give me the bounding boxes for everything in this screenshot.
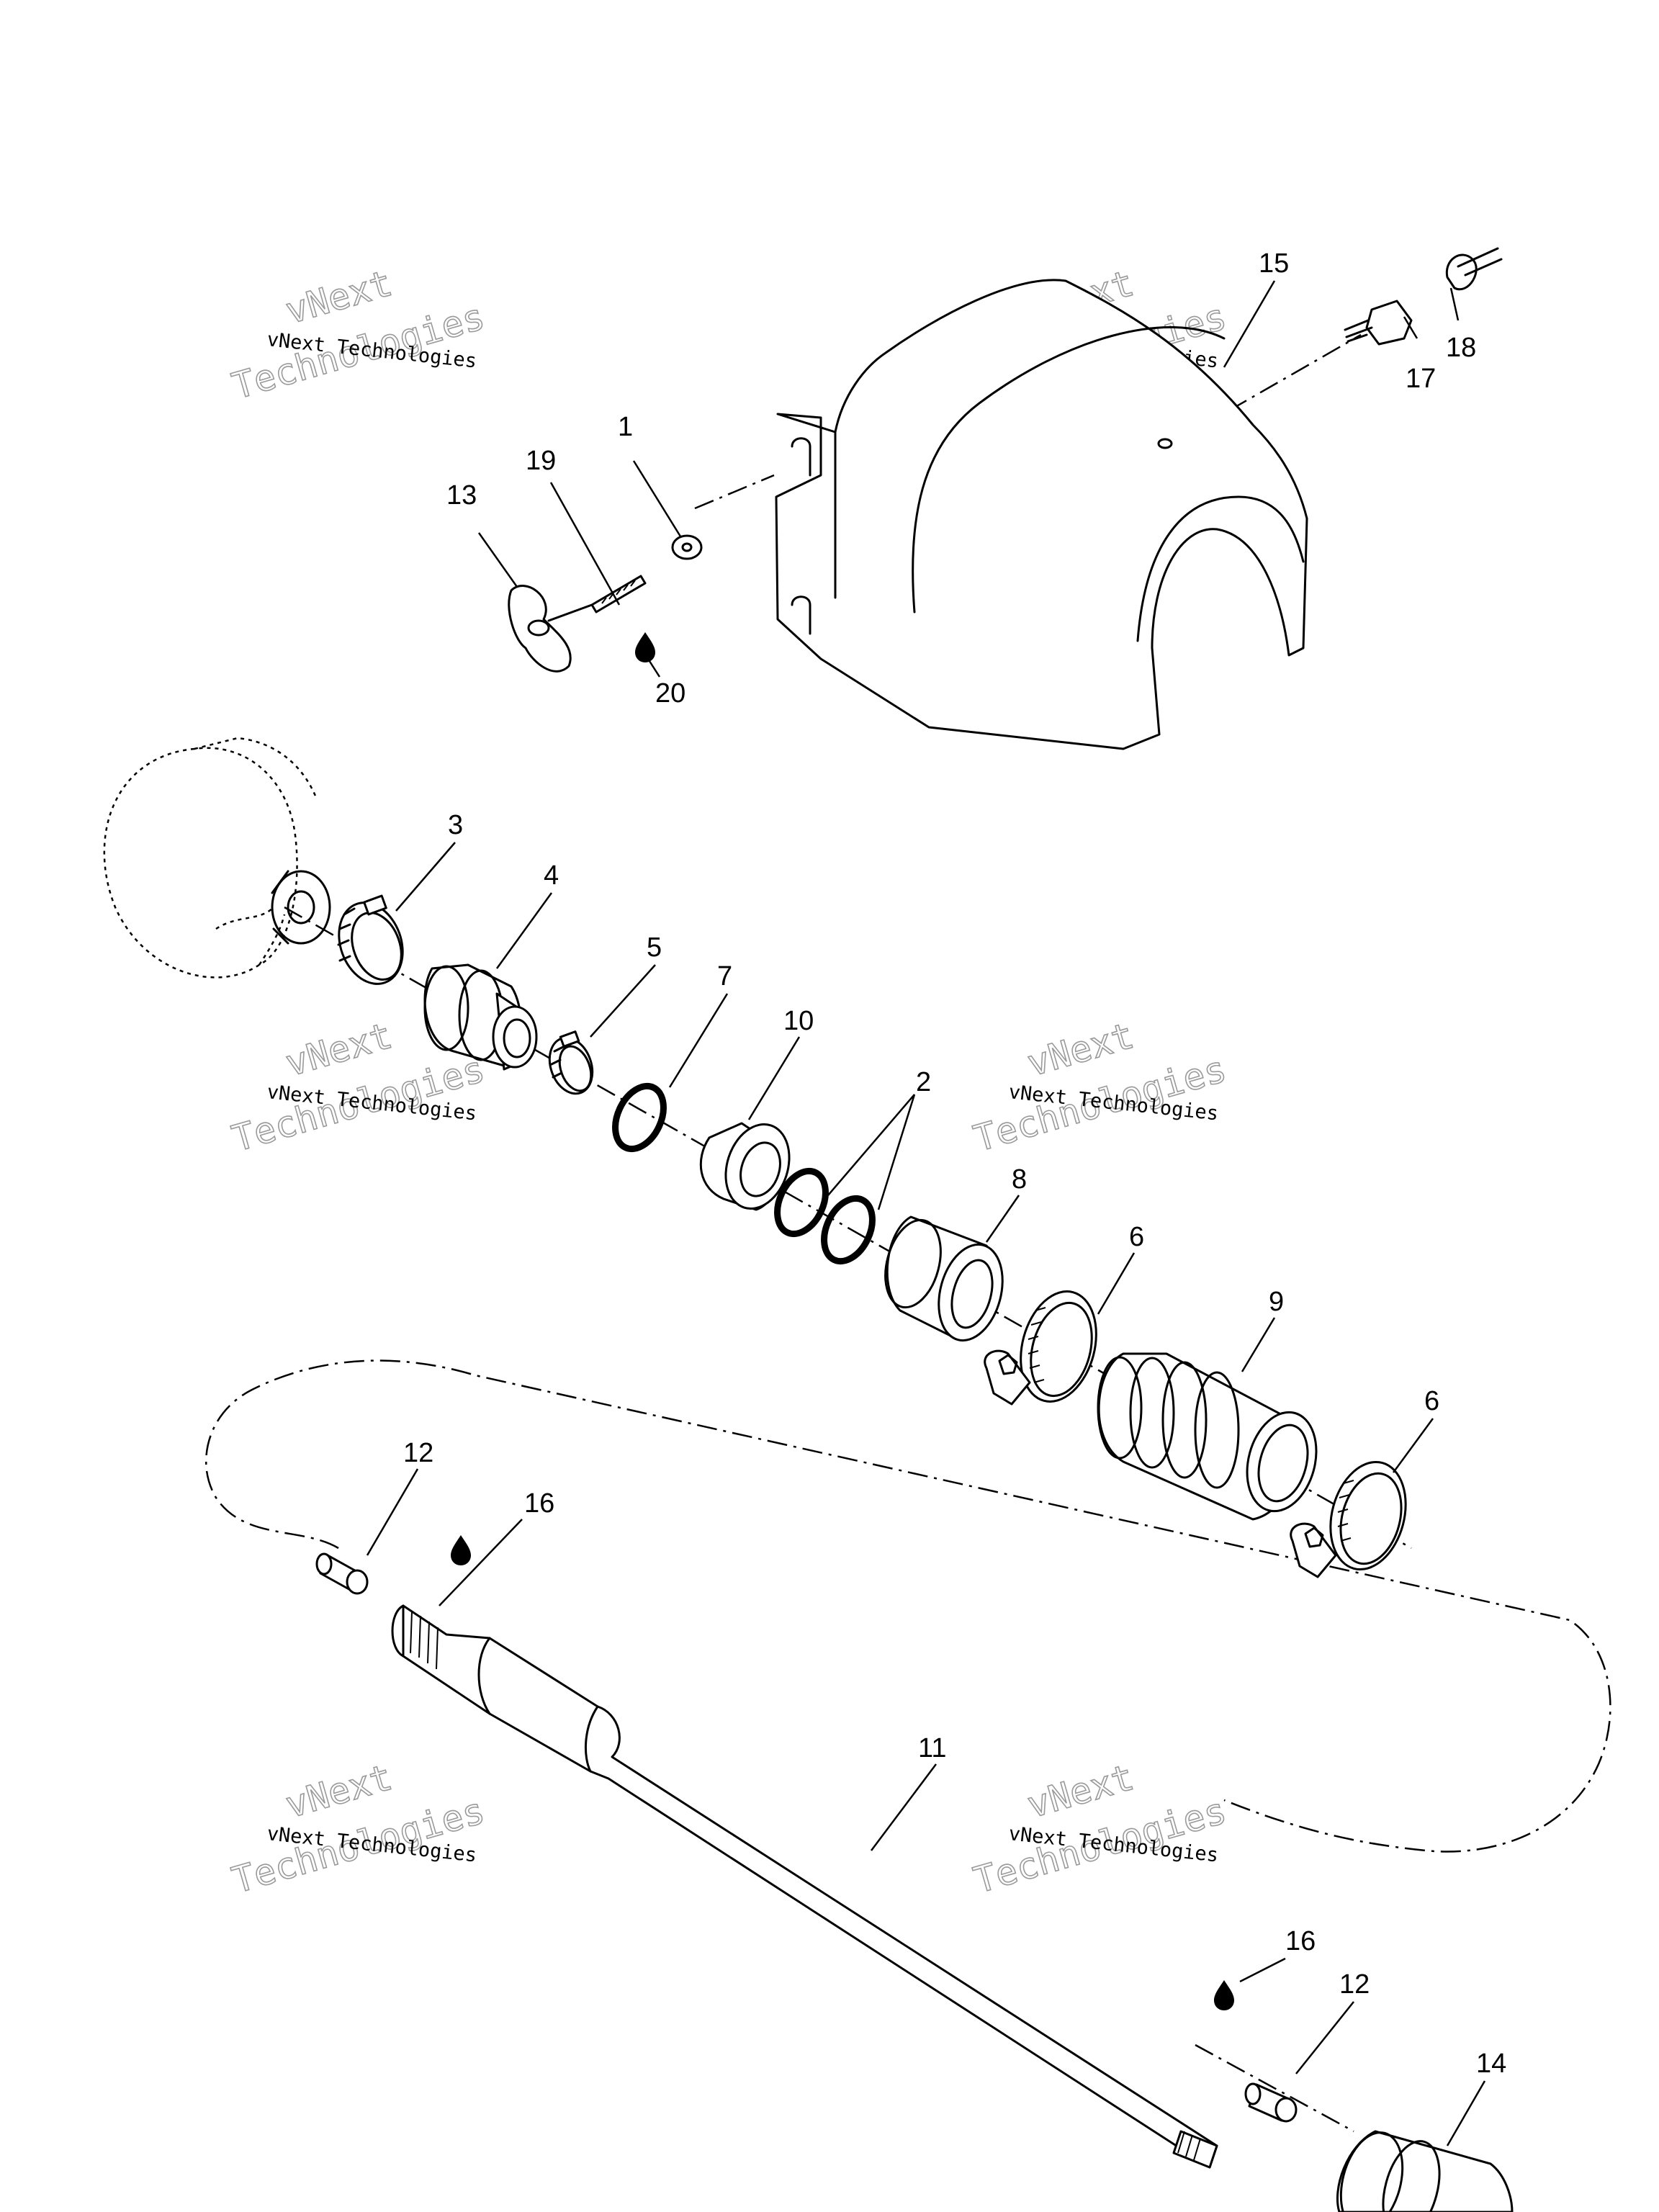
screw-part-17 [1344, 300, 1413, 346]
callouts: 1 2 3 4 5 6 6 7 8 9 10 11 12 12 13 14 15… [403, 248, 1506, 2079]
o-ring-part-2 [774, 1167, 829, 1238]
hose-clamp-part-6 [1290, 1460, 1407, 1578]
callout-7: 7 [717, 961, 732, 992]
callout-11: 11 [918, 1733, 946, 1763]
callout-6: 6 [1129, 1222, 1144, 1252]
callout-8: 8 [1012, 1164, 1027, 1195]
svg-text:vNext: vNext [1022, 1015, 1138, 1084]
clamp-part-5 [548, 1030, 594, 1095]
wing-nut-part-13 [508, 585, 593, 673]
bushing-part-12 [315, 1552, 369, 1595]
drive-shaft-part-11 [391, 1604, 1218, 2169]
callout-12: 12 [403, 1438, 433, 1468]
watermark: vNext Technologies vNext Technologies [968, 1755, 1231, 1902]
callout-16: 16 [524, 1488, 554, 1519]
coupler-part-14 [1336, 2130, 1514, 2212]
callout-10: 10 [783, 1006, 814, 1036]
callout-1: 1 [618, 412, 633, 442]
bellows-part-9 [1097, 1352, 1318, 1521]
o-ring-part-7 [612, 1082, 667, 1153]
hose-clamp-part-6 [984, 1290, 1097, 1406]
leader-lines [366, 280, 1486, 2146]
assembly-axis-lower [1195, 2044, 1354, 2133]
boot-part-4 [423, 963, 538, 1071]
svg-text:vNext: vNext [281, 1756, 397, 1826]
callout-6: 6 [1424, 1386, 1439, 1416]
callout-19: 19 [526, 446, 556, 476]
stud-part-19 [590, 575, 647, 613]
loop-outline [205, 1359, 1611, 1853]
watermark: vNext Technologies vNext Technologies [227, 1755, 490, 1902]
watermark: vNext Technologies vNext Technologies [227, 261, 490, 408]
svg-text:vNext: vNext [1022, 1756, 1138, 1826]
callout-15: 15 [1259, 248, 1289, 279]
clamp-part-3 [337, 894, 404, 985]
bearing-housing-part-10 [699, 1122, 791, 1211]
screw-hole [1157, 438, 1173, 449]
lubricant-drop-icon [1214, 1980, 1234, 2010]
callout-18: 18 [1446, 333, 1476, 363]
callout-12: 12 [1339, 1969, 1370, 2000]
watermark: vNext Technologies vNext Technologies [968, 1014, 1231, 1160]
o-ring-part-2 [821, 1195, 876, 1265]
cover-part-15 [775, 279, 1308, 750]
lubricant-drop-icon [635, 632, 655, 662]
svg-text:vNext: vNext [281, 262, 397, 332]
callout-9: 9 [1269, 1287, 1284, 1317]
clip-part-18 [1445, 247, 1503, 291]
callout-2: 2 [916, 1067, 931, 1097]
svg-text:vNext: vNext [281, 1015, 397, 1084]
callout-14: 14 [1476, 2049, 1506, 2079]
callout-3: 3 [448, 810, 463, 840]
callout-17: 17 [1406, 364, 1436, 394]
callout-5: 5 [647, 932, 662, 963]
washer-part-1 [671, 534, 703, 560]
lubricant-drop-icon [451, 1535, 471, 1565]
callout-16: 16 [1285, 1926, 1316, 1956]
engine-housing-phantom [103, 737, 331, 979]
callout-20: 20 [655, 678, 685, 709]
callout-13: 13 [446, 480, 477, 511]
bushing-part-12 [1244, 2082, 1298, 2123]
callout-4: 4 [544, 860, 559, 891]
assembly-axis-upper [694, 474, 775, 510]
sleeve-part-8 [884, 1215, 1004, 1342]
